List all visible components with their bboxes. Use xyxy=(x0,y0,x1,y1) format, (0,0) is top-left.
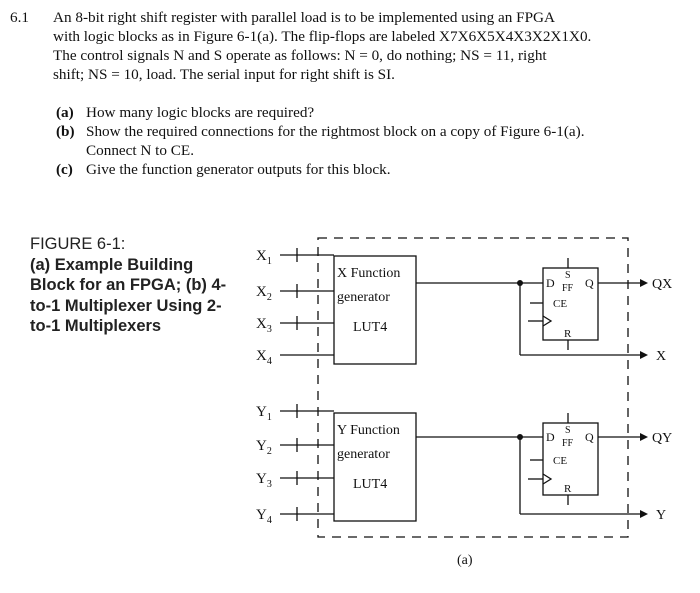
part-c: (c) Give the function generator outputs f… xyxy=(56,160,391,179)
input-x3-label: X3 xyxy=(256,316,272,335)
dashed-enclosure xyxy=(317,237,629,538)
part-a: (a) How many logic blocks are required? xyxy=(56,103,314,122)
x-ff-q-label: Q xyxy=(585,276,594,290)
figure-caption: FIGURE 6-1: (a) Example Building Block f… xyxy=(30,234,240,337)
input-x4-label: X4 xyxy=(256,348,272,367)
input-y1-label: Y1 xyxy=(256,404,272,423)
figure-caption-body: (a) Example Building Block for an FPGA; … xyxy=(30,255,227,336)
input-x2-label: X2 xyxy=(256,284,272,303)
part-b-label: (b) xyxy=(56,123,75,140)
figure-sublabel: (a) xyxy=(457,553,473,568)
problem-line-1: An 8-bit right shift register with paral… xyxy=(53,9,555,26)
problem-number: 6.1 xyxy=(10,9,29,26)
part-b2-text: Connect N to CE. xyxy=(86,142,194,159)
x-ff-ce-label: CE xyxy=(553,298,567,310)
x-ff-r-label: R xyxy=(564,328,572,340)
y-ff-q-label: Q xyxy=(585,430,594,444)
x-function-generator-box xyxy=(333,255,417,365)
y-ff-d-label: D xyxy=(546,430,555,444)
problem-line-4: shift; NS = 10, load. The serial input f… xyxy=(53,66,395,83)
problem-line-3: The control signals N and S operate as f… xyxy=(53,47,547,64)
figure-caption-title: FIGURE 6-1: xyxy=(30,235,126,253)
x-flip-flop xyxy=(542,267,599,341)
output-qy-label: QY xyxy=(652,431,672,446)
part-a-label: (a) xyxy=(56,104,74,121)
x-block-line1: X Function xyxy=(337,266,400,281)
x-junction-dot xyxy=(517,280,523,286)
part-c-text: Give the function generator outputs for … xyxy=(86,161,391,178)
y-block-line2: generator xyxy=(337,447,390,462)
input-y2-label: Y2 xyxy=(256,438,272,457)
y-ff-ce-label: CE xyxy=(553,455,567,467)
part-a-text: How many logic blocks are required? xyxy=(86,104,315,121)
x-ff-d-label: D xyxy=(546,276,555,290)
y-block-line3: LUT4 xyxy=(353,477,387,492)
y-junction-dot xyxy=(517,434,523,440)
problem-line-2: with logic blocks as in Figure 6-1(a). T… xyxy=(53,28,592,45)
input-y3-label: Y3 xyxy=(256,471,272,490)
y-block-line1: Y Function xyxy=(337,423,400,438)
output-x-label: X xyxy=(656,349,666,364)
output-qx-label: QX xyxy=(652,277,672,292)
input-x1-label: X1 xyxy=(256,248,272,267)
input-y4-label: Y4 xyxy=(256,507,272,526)
y-ff-r-label: R xyxy=(564,483,572,495)
y-ff-s-label: S xyxy=(565,425,571,436)
x-ff-s-label: S xyxy=(565,270,571,281)
y-function-generator-box xyxy=(333,412,417,522)
x-block-line2: generator xyxy=(337,290,390,305)
y-flip-flop xyxy=(542,422,599,496)
part-b: (b) Show the required connections for the… xyxy=(56,122,585,141)
y-ff-ff-label: FF xyxy=(562,438,574,449)
part-c-label: (c) xyxy=(56,161,73,178)
x-block-line3: LUT4 xyxy=(353,320,387,335)
part-b-continuation: Connect N to CE. xyxy=(56,141,194,160)
x-ff-ff-label: FF xyxy=(562,283,574,294)
output-y-label: Y xyxy=(656,508,666,523)
part-b-text: Show the required connections for the ri… xyxy=(86,123,585,140)
